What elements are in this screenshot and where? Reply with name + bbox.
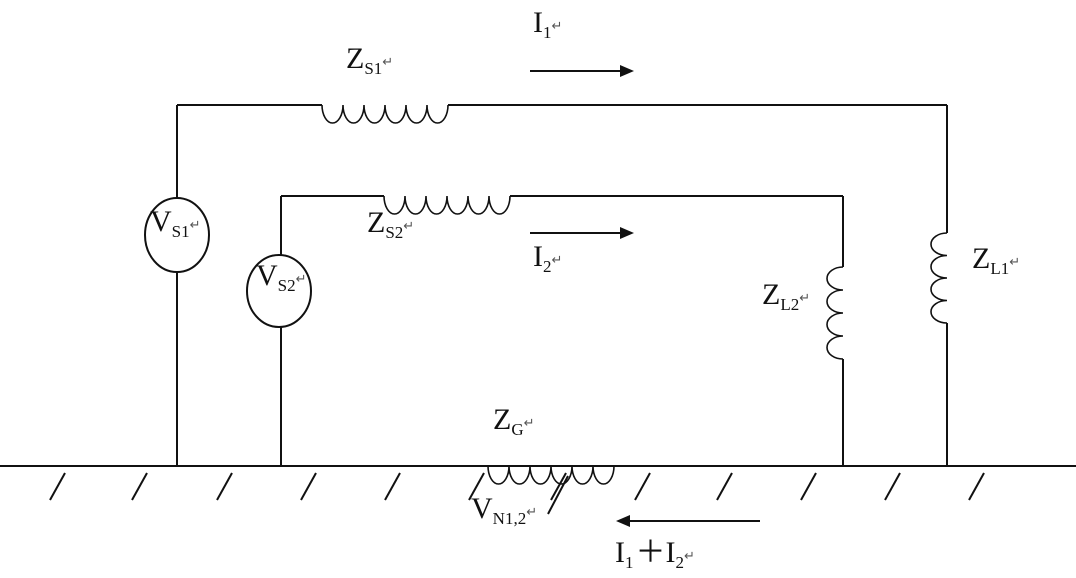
label-vs2: VS2↵ — [256, 259, 307, 295]
inductor-zl2 — [826, 266, 844, 360]
ground-hatch — [634, 472, 651, 501]
voltage-source-vs2 — [246, 254, 312, 328]
label-i2: I2↵ — [533, 240, 562, 276]
label-zs1: ZS1↵ — [346, 42, 393, 78]
inductor-zl1 — [930, 232, 948, 324]
label-zg: ZG↵ — [493, 403, 535, 439]
ground-hatch — [884, 472, 901, 501]
inner-loop-wires — [280, 195, 844, 466]
label-zl1: ZL1↵ — [972, 242, 1020, 278]
ground-hatch — [300, 472, 317, 501]
ground-hatch — [968, 472, 985, 501]
ground-hatch — [716, 472, 733, 501]
ground-hatch — [384, 472, 401, 501]
ground-hatch — [216, 472, 233, 501]
label-i1: I1↵ — [533, 6, 562, 42]
ground-hatch — [547, 475, 569, 515]
outer-loop-wires — [176, 104, 948, 466]
label-i1-plus-i2: I1＋I2↵ — [615, 536, 695, 572]
ground-hatching — [49, 472, 985, 501]
arrow-i1 — [530, 65, 634, 77]
arrow-isum — [616, 515, 760, 527]
ground-hatch — [800, 472, 817, 501]
label-vn12: VN1,2↵ — [471, 492, 537, 528]
inductor-zs2 — [383, 195, 511, 215]
inductor-zg — [487, 465, 615, 485]
label-zs2: ZS2↵ — [367, 206, 414, 242]
arrow-i2 — [530, 227, 634, 239]
label-zl2: ZL2↵ — [762, 278, 810, 314]
ground-hatch — [49, 472, 66, 501]
label-vs1: VS1↵ — [150, 205, 201, 241]
ground-hatch — [468, 472, 485, 501]
voltage-source-vs1 — [144, 197, 210, 273]
ground-hatch — [131, 472, 148, 501]
ground-hatch — [550, 472, 567, 501]
inductor-zs1 — [321, 104, 449, 124]
